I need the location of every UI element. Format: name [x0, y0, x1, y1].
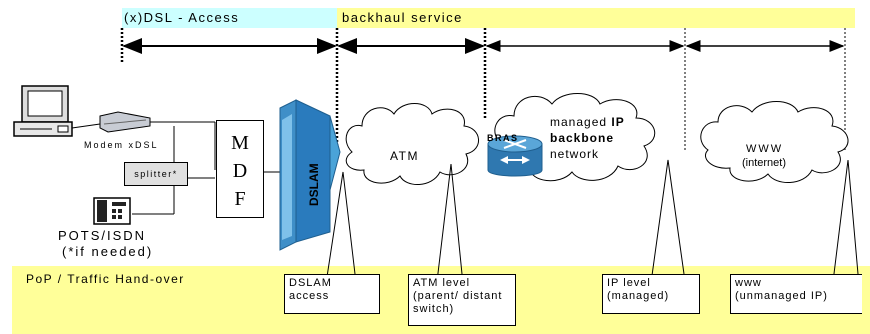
callout-ip-level: IP level (managed): [602, 274, 700, 314]
access-label: (x)DSL - Access: [124, 10, 240, 25]
mdf-letter-f: F: [234, 188, 246, 210]
cloud-atm: [345, 103, 479, 185]
mdf-box: M D F: [216, 120, 264, 218]
ip-cloud-line2: backbone: [550, 131, 614, 145]
ip-cloud-line1-bold: IP: [611, 115, 624, 129]
phone-icon: [93, 197, 131, 225]
callout-atm-line2: (parent/ distant: [413, 290, 503, 302]
callout-www-line1: www: [735, 277, 762, 289]
callout-ip-line1: IP level: [607, 277, 651, 289]
leader-www: [831, 159, 859, 291]
callout-dslam-access: DSLAM access: [284, 274, 380, 314]
ip-cloud-line1-plain: managed: [550, 115, 611, 129]
callout-atm-line1: ATM level: [413, 277, 471, 289]
callout-atm-line3: switch): [413, 303, 455, 315]
leader-dslam: [324, 171, 356, 291]
access-band: [122, 8, 337, 28]
atm-cloud-text: ATM: [390, 149, 419, 163]
callout-www-line2: (unmanaged IP): [735, 290, 828, 302]
pots-label: POTS/ISDN: [58, 228, 147, 243]
bras-router-icon: [487, 135, 543, 177]
modem-label: Modem xDSL: [84, 140, 159, 150]
pop-title: PoP / Traffic Hand-over: [26, 272, 185, 286]
splitter-box: splitter*: [124, 162, 188, 186]
mdf-letter-d: D: [232, 160, 248, 182]
callout-atm-level: ATM level (parent/ distant switch): [408, 274, 516, 326]
dslam-device-icon: [279, 99, 341, 251]
dslam-label: DSLAM: [307, 163, 321, 206]
computer-icon: [13, 85, 73, 137]
mdf-letter-m: M: [231, 132, 249, 154]
cloud-www: [700, 101, 849, 183]
pots-note: (*if needed): [62, 244, 154, 259]
modem-icon: [99, 111, 151, 133]
splitter-label: splitter*: [134, 169, 178, 179]
bras-label: BRAS: [487, 133, 519, 143]
www-cloud-line1: WWW: [746, 143, 783, 155]
ip-cloud-line3: network: [550, 147, 599, 161]
leader-ip: [649, 159, 685, 291]
callout-dslam-line2: access: [289, 290, 330, 302]
backhaul-band: [337, 8, 855, 28]
callout-ip-line2: (managed): [607, 290, 670, 302]
callout-www: www (unmanaged IP): [730, 274, 862, 314]
backhaul-label: backhaul service: [342, 10, 463, 25]
ip-cloud-line1: managed IP: [550, 115, 625, 129]
leader-atm: [435, 163, 463, 291]
callout-dslam-line1: DSLAM: [289, 277, 332, 289]
www-cloud-line2: (internet): [742, 157, 786, 169]
